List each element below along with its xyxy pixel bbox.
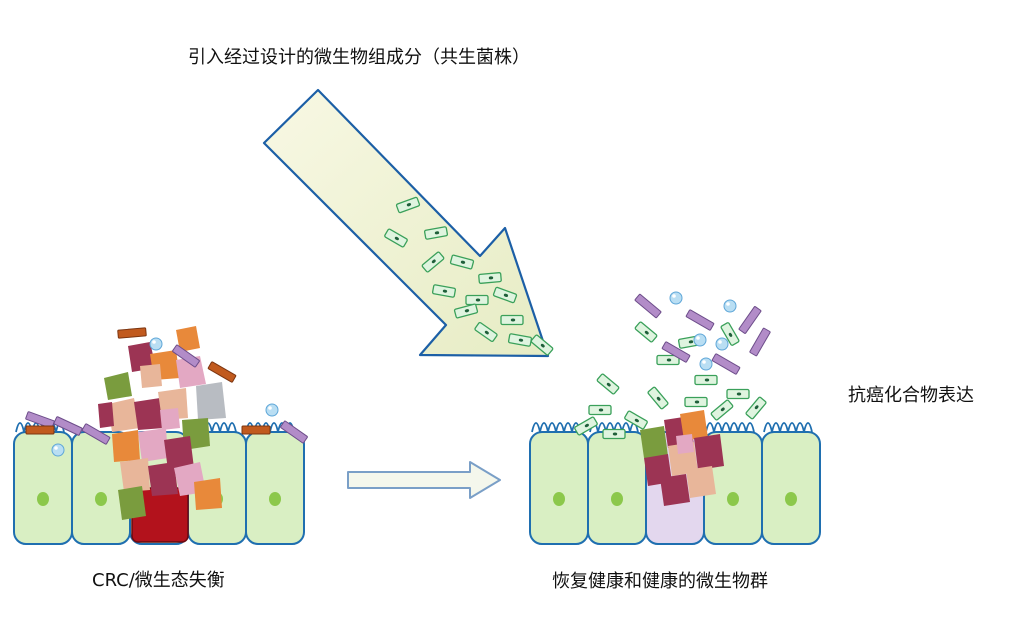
engineered-microbe-arrow <box>262 88 554 358</box>
label-crc-dysbiosis: CRC/微生态失衡 <box>92 570 225 591</box>
left-epithelium <box>13 326 309 545</box>
label-engineered-microbiome: 引入经过设计的微生物组成分（共生菌株） <box>188 47 530 68</box>
label-restored-microbiota: 恢复健康和健康的微生物群 <box>552 571 768 592</box>
right-nuclei <box>553 492 797 506</box>
right-epithelium <box>529 291 821 545</box>
transition-arrow <box>347 461 501 499</box>
arrow-shape <box>262 88 550 358</box>
reduced-cluster <box>640 410 724 506</box>
dysbiosis-cluster <box>98 326 237 520</box>
label-anticancer-expression: 抗癌化合物表达 <box>848 385 974 406</box>
